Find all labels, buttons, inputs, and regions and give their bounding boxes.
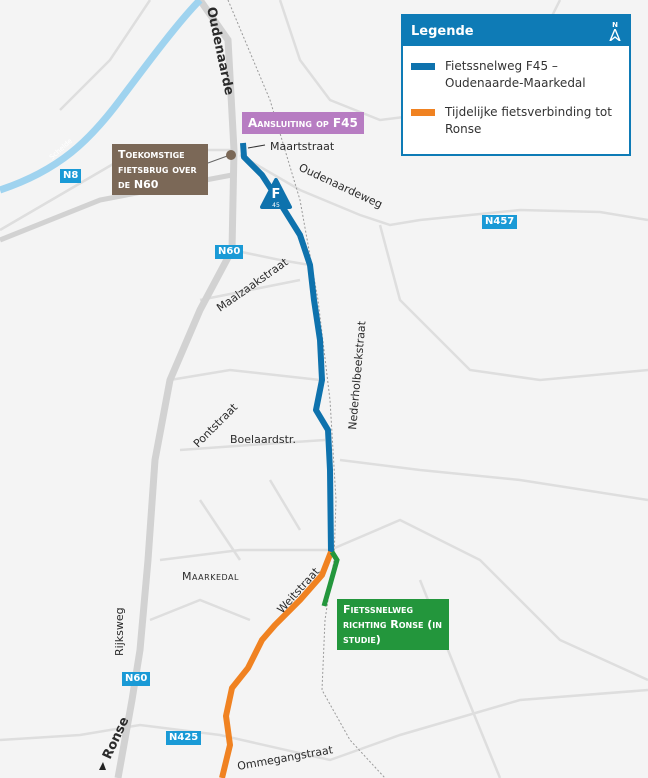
street-ommegangstraat: Ommegangstraat [236, 743, 334, 773]
legend-swatch-orange [411, 109, 435, 116]
legend-item-tijdelijk: Tijdelijke fietsverbinding tot Ronse [403, 104, 629, 138]
river-schelde [0, 0, 203, 194]
blue-route-f45[interactable] [240, 142, 334, 553]
road-badge-n425: N425 [166, 731, 202, 745]
north-arrow-icon: N [609, 21, 621, 41]
orange-route-ronse[interactable] [219, 550, 334, 778]
road-badge-n60-bottom: N60 [122, 672, 151, 686]
legend-item-f45: Fietssnelweg F45 – Oudenaarde-Maarkedal [403, 58, 629, 92]
callout-fietsbrug: Toekomstige fietsbrug over de N60 [112, 144, 208, 195]
place-maarkedal: Maarkedal [182, 570, 239, 583]
main-roads [0, 0, 238, 778]
road-badge-n8: N8 [60, 169, 82, 183]
road-badge-n60-top: N60 [215, 245, 244, 259]
legend-title: Legende [411, 23, 474, 39]
legend-panel: Legende N Fietssnelweg F45 – Oudenaarde-… [401, 14, 631, 156]
fietsbrug-marker [226, 150, 236, 160]
maartstraat-leader [247, 144, 266, 149]
ronse-arrow-icon [99, 762, 106, 770]
street-weitstraat: Weitstraat [275, 565, 323, 616]
street-oudenaardeweg: Oudenaardeweg [297, 161, 385, 211]
street-maartstraat: Maartstraat [270, 140, 335, 153]
legend-swatch-blue [411, 63, 435, 70]
legend-header: Legende N [403, 16, 629, 46]
f45-route-badge: F 45 [260, 178, 292, 209]
street-nederholbeekstraat: Nederholbeekstraat [346, 320, 369, 430]
svg-text:F: F [272, 187, 281, 202]
green-route-study[interactable] [321, 550, 340, 607]
railway [227, 0, 386, 778]
callout-aansluiting-f45: Aansluiting op F45 [242, 112, 364, 134]
street-rijksweg: Rijksweg [113, 607, 126, 656]
legend-label: Tijdelijke fietsverbinding tot Ronse [445, 105, 612, 136]
callout-richting-ronse: Fietssnelweg richting Ronse (in studie) [337, 599, 449, 650]
street-boelaardstr: Boelaardstr. [230, 433, 296, 446]
road-badge-n457: N457 [482, 215, 518, 229]
svg-text:45: 45 [272, 202, 280, 209]
legend-label: Fietssnelweg F45 – Oudenaarde-Maarkedal [445, 59, 586, 90]
